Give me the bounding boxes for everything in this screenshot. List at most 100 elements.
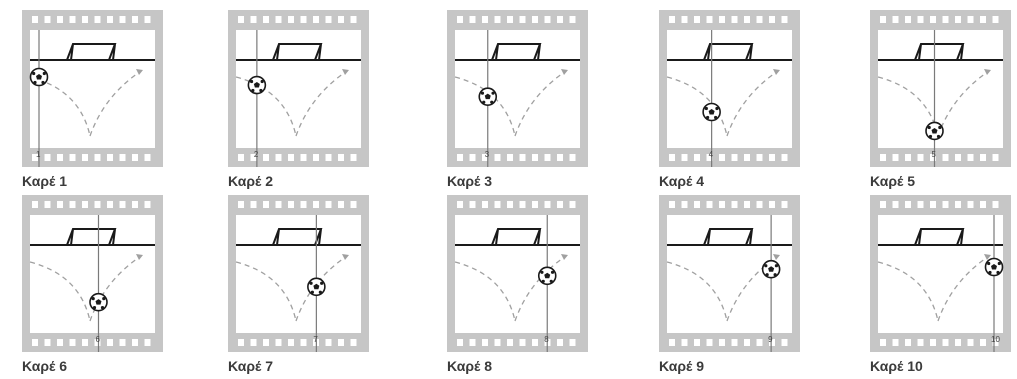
soccer-ball-icon (307, 277, 326, 297)
perforation-hole (107, 339, 113, 346)
perforation-hole (300, 339, 307, 346)
perforation-hole (338, 339, 344, 346)
perforation-hole (313, 154, 319, 161)
perforation-hole (731, 154, 738, 161)
perforation-hole (669, 339, 675, 346)
perforation-hole (144, 16, 151, 23)
goal-icon (703, 228, 754, 246)
perforation-hole (119, 154, 126, 161)
perforation-hole (892, 339, 899, 346)
perforation-hole (275, 339, 282, 346)
perforation-hole (119, 201, 126, 208)
frame-number: 9 (768, 335, 773, 344)
arrow-head-icon (561, 69, 568, 75)
perforation-hole (107, 16, 113, 23)
perforation-hole (694, 154, 700, 161)
perforation-hole (132, 154, 138, 161)
frame-number: 1 (36, 150, 41, 159)
perforation-hole (338, 154, 344, 161)
soccer-ball-icon (702, 102, 721, 122)
arrow-head-icon (342, 69, 349, 75)
perforation-hole (263, 154, 269, 161)
perforation-hole (238, 339, 244, 346)
perforation-hole (519, 16, 526, 23)
perforation-hole (482, 154, 488, 161)
perforation-hole (507, 16, 513, 23)
arrow-head-icon (342, 254, 349, 260)
frame-number: 8 (544, 335, 549, 344)
perforation-hole (731, 339, 738, 346)
perforation-hole (132, 201, 138, 208)
frame-caption: Καρέ 8 (447, 358, 493, 374)
perforation-hole (769, 16, 775, 23)
frame-caption: Καρέ 3 (447, 173, 493, 189)
trajectory-path (937, 70, 990, 137)
perforation-hole (494, 201, 501, 208)
frame-number: 2 (253, 150, 259, 159)
perforation-hole (980, 16, 986, 23)
perforation-hole (719, 154, 725, 161)
perforation-hole (57, 16, 63, 23)
perforation-hole (694, 339, 700, 346)
perforation-hole (300, 16, 307, 23)
frame-drawing (659, 195, 800, 352)
arrow-head-icon (561, 254, 568, 260)
perforation-hole (756, 154, 763, 161)
perforation-hole (569, 201, 576, 208)
arrow-head-icon (984, 254, 991, 260)
goal-icon (914, 43, 965, 61)
trajectory-path (514, 255, 567, 322)
perforation-hole (288, 201, 294, 208)
perforation-hole (69, 154, 76, 161)
perforation-hole (338, 16, 344, 23)
perforation-hole (275, 16, 282, 23)
perforation-hole (992, 16, 999, 23)
perforation-hole (719, 201, 725, 208)
trajectory-path (937, 255, 990, 322)
perforation-hole (507, 154, 513, 161)
perforation-hole (781, 201, 788, 208)
goal-icon (66, 43, 117, 61)
perforation-hole (557, 154, 563, 161)
perforation-hole (313, 201, 319, 208)
perforation-hole (44, 16, 51, 23)
perforation-hole (880, 16, 886, 23)
perforation-hole (880, 154, 886, 161)
soccer-ball-icon (761, 259, 781, 279)
frame-caption: Καρέ 1 (22, 173, 68, 189)
perforation-hole (469, 201, 476, 208)
frame-number: 5 (931, 150, 936, 159)
perforation-hole (731, 16, 738, 23)
frame-caption: Καρέ 6 (22, 358, 68, 374)
perforation-hole (992, 339, 999, 346)
soccer-ball-icon (89, 292, 108, 312)
perforation-hole (482, 16, 488, 23)
perforation-hole (769, 339, 775, 346)
perforation-hole (250, 201, 257, 208)
perforation-hole (532, 16, 538, 23)
perforation-hole (669, 154, 675, 161)
perforation-hole (82, 154, 88, 161)
goal-icon (703, 43, 754, 61)
perforation-hole (32, 154, 38, 161)
frame-number: 6 (95, 335, 100, 344)
trajectory-path (726, 70, 779, 137)
perforation-hole (967, 339, 974, 346)
perforation-hole (905, 339, 911, 346)
perforation-hole (669, 16, 675, 23)
perforation-hole (288, 154, 294, 161)
frame-drawing (22, 10, 163, 167)
perforation-hole (532, 339, 538, 346)
perforation-hole (325, 201, 332, 208)
trajectory-path (514, 70, 567, 137)
perforation-hole (744, 339, 750, 346)
frame-number: 7 (313, 335, 318, 344)
perforation-hole (325, 339, 332, 346)
perforation-hole (519, 339, 526, 346)
soccer-ball-icon (984, 257, 1004, 277)
perforation-hole (930, 16, 936, 23)
film-frame: 10 Καρέ 10 (870, 195, 1017, 374)
perforation-hole (57, 154, 63, 161)
perforation-hole (94, 339, 101, 346)
perforation-hole (681, 16, 688, 23)
